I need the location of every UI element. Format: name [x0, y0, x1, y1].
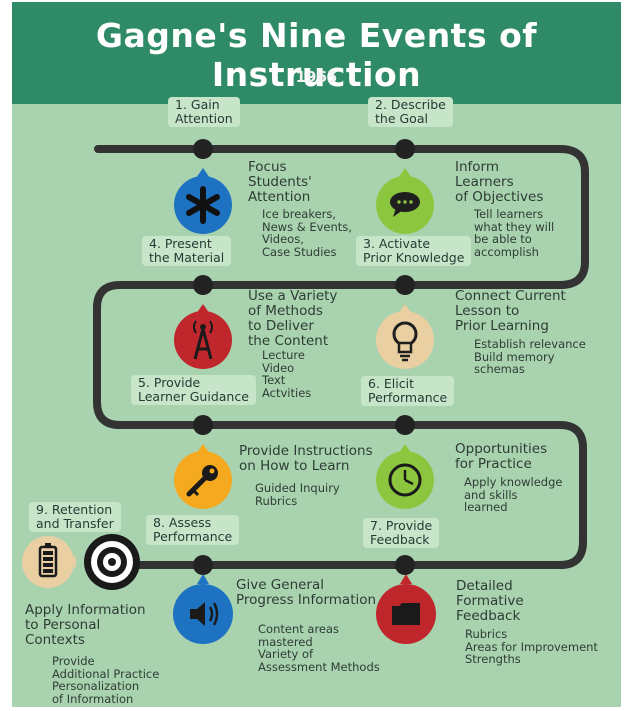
timeline-node [395, 415, 415, 435]
key-icon [174, 444, 232, 509]
event-7-heading: Detailed Formative Feedback [456, 578, 524, 624]
event-3-details: Establish relevance Build memory schemas [474, 337, 586, 376]
event-8-label: 8. Assess Performance [146, 515, 240, 545]
timeline-node [193, 139, 213, 159]
timeline-node [193, 275, 213, 295]
event-5-details: Guided Inquiry Rubrics [255, 481, 340, 508]
header-band: Gagne's Nine Events of Instruction 1965 [12, 2, 621, 104]
timeline-node [395, 139, 415, 159]
lightbulb-icon [376, 304, 434, 369]
target-icon [84, 534, 140, 590]
battery-icon [22, 536, 76, 588]
timeline-path [93, 145, 589, 569]
event-4-label: 4. Present the Material [142, 236, 232, 266]
timeline-node [395, 555, 415, 575]
timeline-node [193, 415, 213, 435]
event-9-details: Provide Additional Practice Personalizat… [52, 654, 160, 706]
page-title: Gagne's Nine Events of Instruction [95, 16, 538, 94]
event-6-heading: Opportunities for Practice [455, 441, 548, 472]
event-7-details: Rubrics Areas for Improvement Strengths [465, 627, 598, 666]
timeline-node [395, 275, 415, 295]
year-label: 1965 [295, 68, 338, 86]
event-7-label: 7. Provide Feedback [363, 518, 440, 548]
event-9-label: 9. Retention and Transfer [29, 502, 121, 532]
event-5-label: 5. Provide Learner Guidance [131, 375, 256, 405]
asterisk-icon [174, 168, 232, 234]
folder-icon [376, 574, 436, 644]
timeline-nodes [193, 139, 415, 575]
clock-icon [376, 444, 434, 509]
broadcast-tower-icon [174, 304, 232, 369]
event-2-label: 2. Describe the Goal [368, 97, 453, 127]
event-8-details: Content areas mastered Variety of Assess… [258, 622, 380, 674]
event-1-label: 1. Gain Attention [168, 97, 240, 127]
event-2-heading: Inform Learners of Objectives [455, 159, 544, 205]
event-1-details: Ice breakers, News & Events, Videos, Cas… [262, 207, 352, 259]
event-5-heading: Provide Instructions on How to Learn [239, 443, 373, 474]
event-6-label: 6. Elicit Performance [361, 376, 455, 406]
event-6-details: Apply knowledge and skills learned [464, 475, 563, 514]
event-9-heading: Apply Information to Personal Contexts [25, 602, 146, 648]
event-8-heading: Give General Progress Information [236, 577, 377, 608]
event-3-heading: Connect Current Lesson to Prior Learning [455, 288, 566, 334]
event-4-details: Lecture Video Text Actvities [262, 348, 312, 400]
speech-bubble-icon [376, 168, 434, 234]
event-2-details: Tell learners what they will be able to … [474, 207, 555, 259]
event-4-heading: Use a Variety of Methods to Deliver the … [248, 288, 338, 349]
speaker-icon [173, 574, 233, 644]
event-1-heading: Focus Students' Attention [248, 159, 312, 205]
timeline-node [193, 555, 213, 575]
event-3-label: 3. Activate Prior Knowledge [356, 236, 472, 266]
